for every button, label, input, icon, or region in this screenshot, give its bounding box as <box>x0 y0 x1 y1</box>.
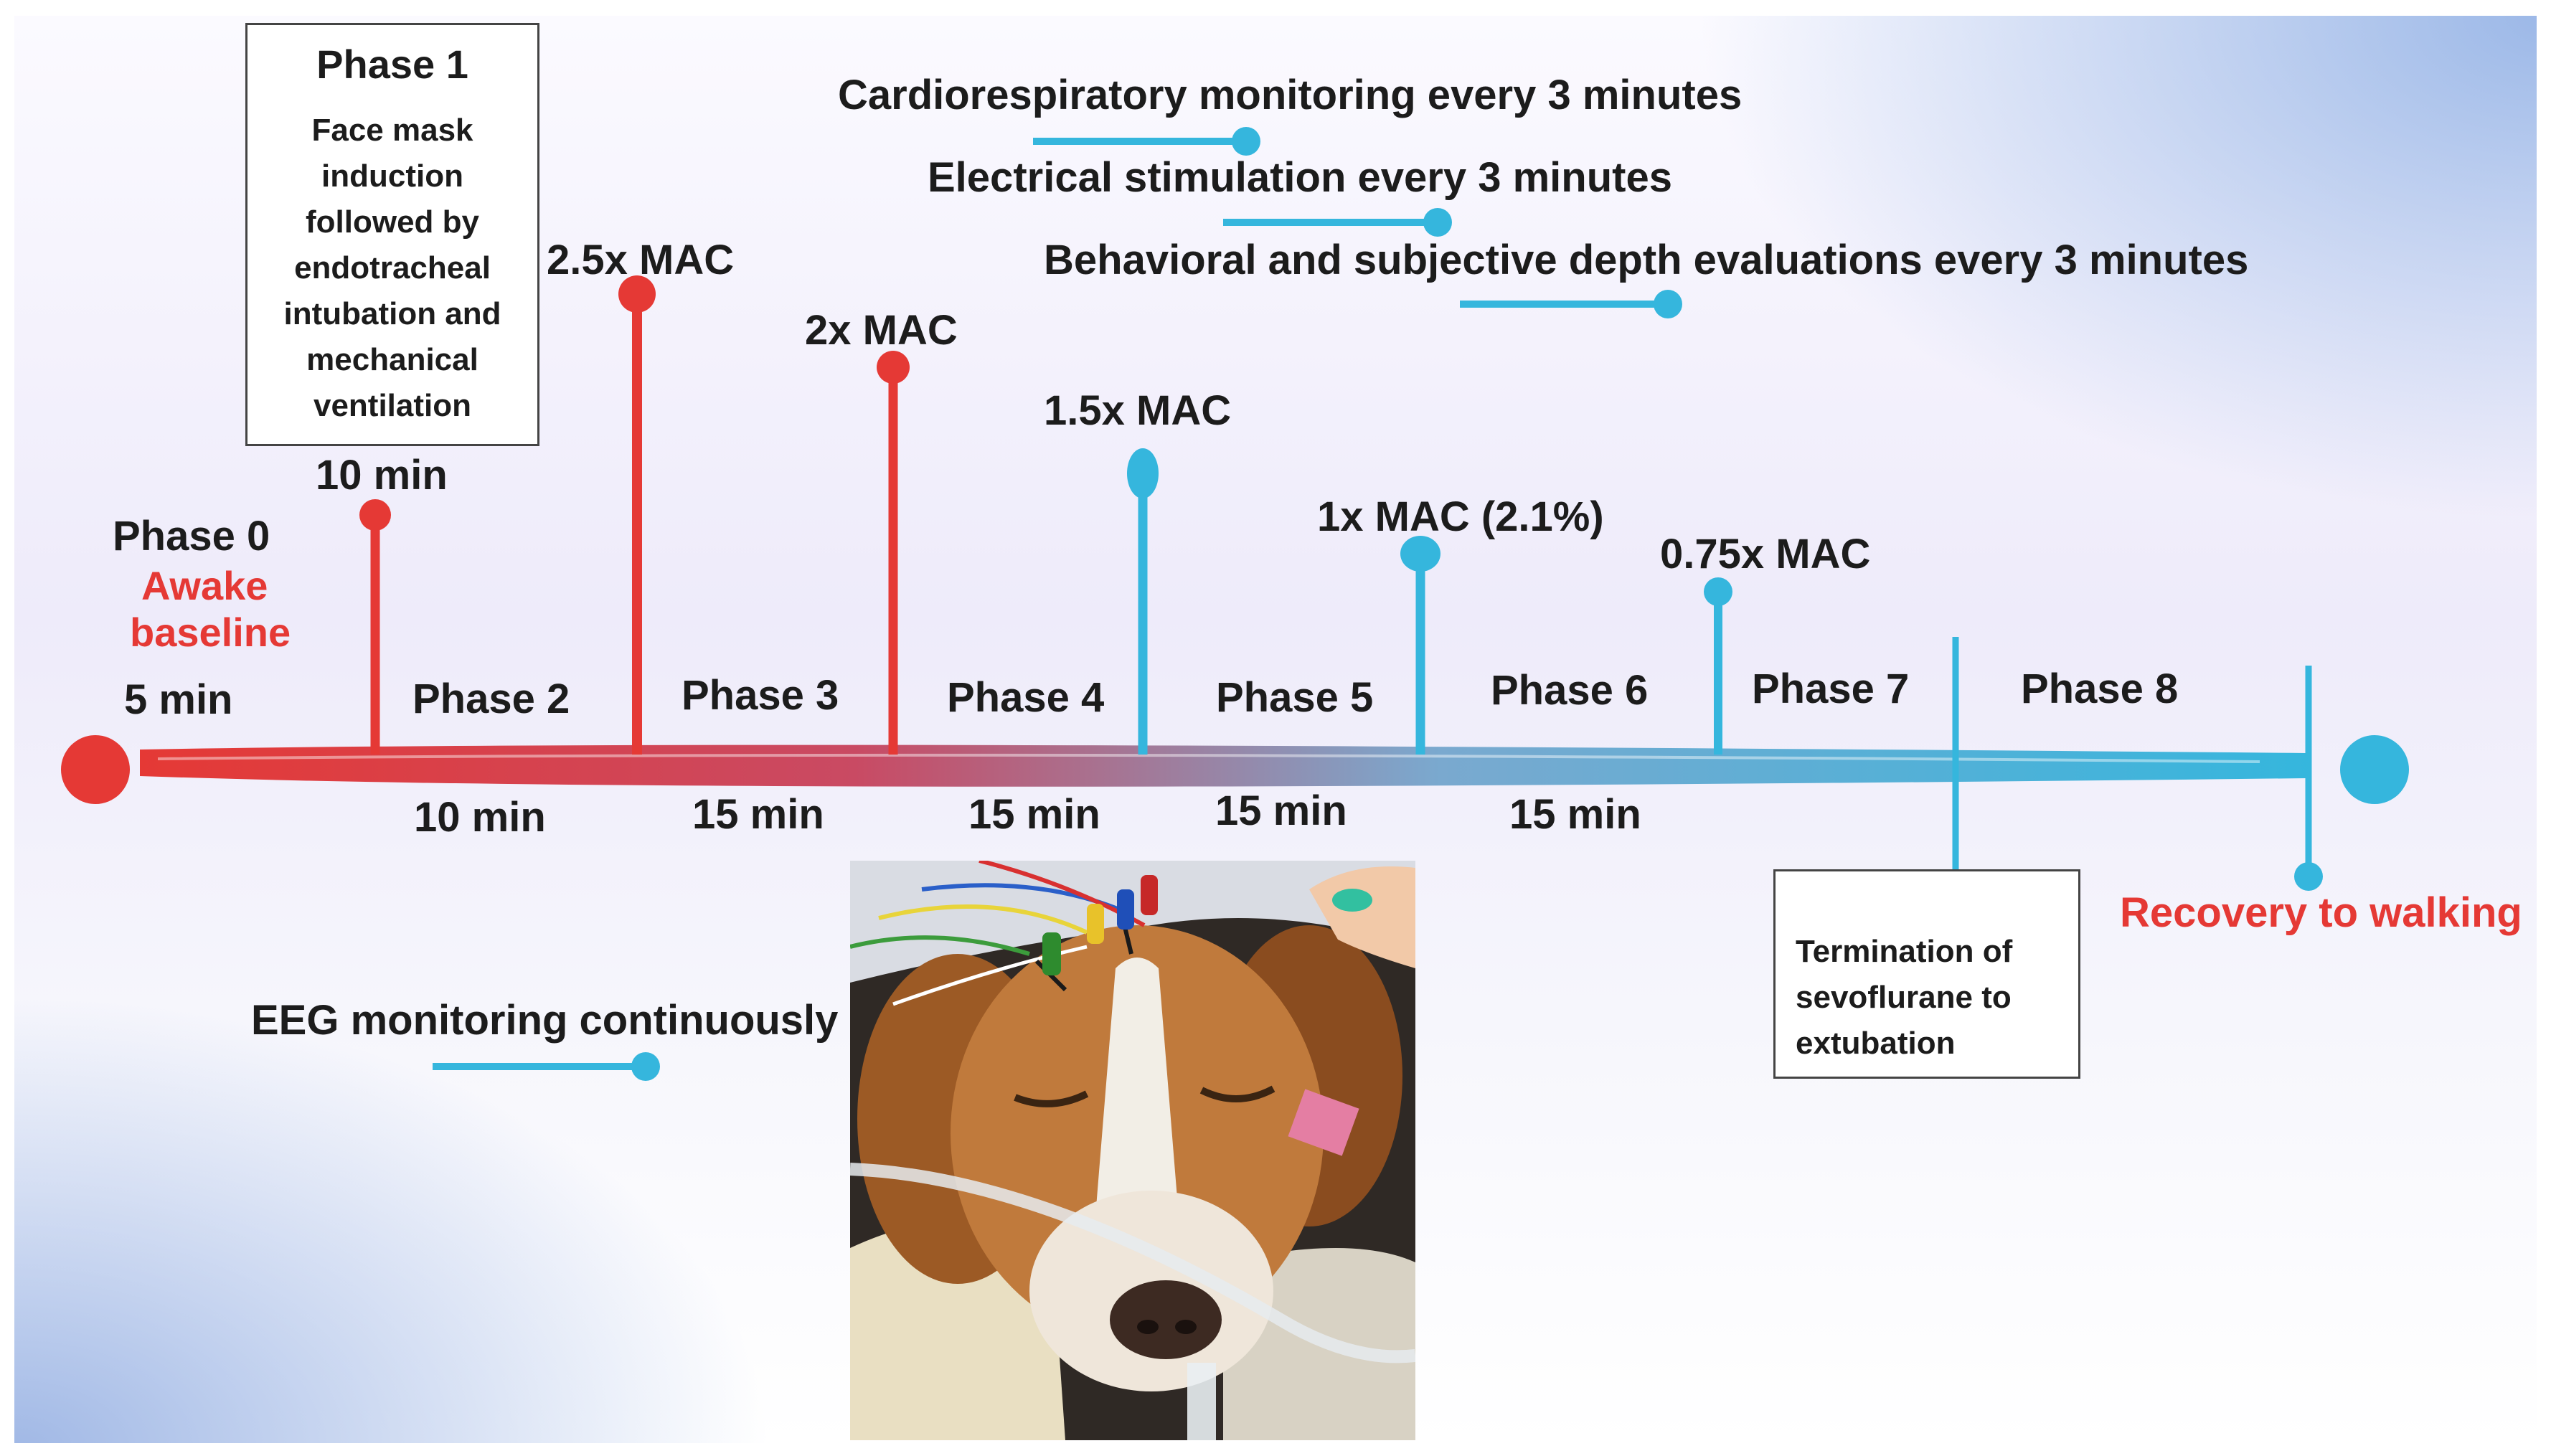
marker-1-5mac-dot <box>1127 448 1159 498</box>
phase1-line: mechanical <box>306 342 478 377</box>
termination-line-text: extubation <box>1796 1026 1956 1061</box>
behavioral-evaluation-label: Behavioral and subjective depth evaluati… <box>1044 237 2249 283</box>
phase-label-5: Phase 5 <box>1216 674 1374 721</box>
duration-label-10min-top: 10 min <box>316 452 448 498</box>
electrical-stimulation-label: Electrical stimulation every 3 minutes <box>928 154 1672 201</box>
timeline-end-dot <box>2340 735 2409 804</box>
phase1-box: Phase 1 Face mask induction followed by … <box>245 23 539 446</box>
phase1-line: induction <box>321 159 463 194</box>
duration-label-phase5: 15 min <box>1215 788 1347 834</box>
phase0-awake-label: Awake <box>141 563 268 608</box>
phase-label-6: Phase 6 <box>1491 667 1649 714</box>
cardio-indicator-dot <box>1232 127 1260 156</box>
duration-label-phase6: 15 min <box>1509 791 1641 838</box>
termination-line-text: Termination of <box>1796 934 2013 969</box>
mac-label-0-75x: 0.75x MAC <box>1660 531 1871 577</box>
timeline-axis-highlight <box>157 753 2260 763</box>
cardio-monitoring-label: Cardiorespiratory monitoring every 3 min… <box>838 72 1743 118</box>
phase1-line: endotracheal <box>294 250 491 285</box>
duration-label-phase2: 10 min <box>414 794 546 841</box>
timeline-axis <box>140 744 2306 787</box>
termination-line-text: sevoflurane to <box>1796 980 2012 1015</box>
marker-10min-dot <box>359 499 391 531</box>
phase0-baseline-label: baseline <box>130 610 291 655</box>
phase1-line: intubation and <box>283 296 501 331</box>
mac-label-1x: 1x MAC (2.1%) <box>1317 493 1604 540</box>
phase1-line: ventilation <box>313 388 472 423</box>
marker-2mac-dot <box>877 351 910 384</box>
electrical-indicator-dot <box>1423 208 1452 237</box>
phase-label-4: Phase 4 <box>947 674 1105 721</box>
duration-label-phase4: 15 min <box>968 791 1100 838</box>
dog-photo <box>850 861 1415 1440</box>
termination-box: Termination of sevoflurane to extubation <box>1773 869 2080 1079</box>
phase-label-3: Phase 3 <box>682 672 839 719</box>
phase-label-7: Phase 7 <box>1752 666 1910 712</box>
marker-0-75mac-dot <box>1704 577 1732 606</box>
marker-2-5mac-dot <box>618 275 656 313</box>
mac-label-2x: 2x MAC <box>805 307 958 354</box>
phase-label-2: Phase 2 <box>412 676 570 722</box>
mac-label-2-5x: 2.5x MAC <box>547 237 735 283</box>
marker-1mac-dot <box>1400 536 1440 572</box>
dog-photo-illustration <box>850 861 1415 1440</box>
phase0-title: Phase 0 <box>113 513 270 559</box>
phase-label-8: Phase 8 <box>2021 666 2179 712</box>
duration-label-phase3: 15 min <box>692 791 824 838</box>
timeline-start-dot <box>61 735 130 804</box>
behavioral-indicator-dot <box>1654 290 1682 318</box>
eeg-indicator-dot <box>631 1052 660 1081</box>
mac-label-1-5x: 1.5x MAC <box>1044 387 1232 434</box>
recovery-label: Recovery to walking <box>2120 889 2522 936</box>
phase1-line: followed by <box>306 204 479 240</box>
recovery-dot <box>2294 862 2323 891</box>
phase1-title: Phase 1 <box>316 42 468 87</box>
phase1-line: Face mask <box>311 113 473 148</box>
duration-label-5min: 5 min <box>124 676 233 723</box>
eeg-monitoring-label: EEG monitoring continuously <box>251 997 839 1044</box>
